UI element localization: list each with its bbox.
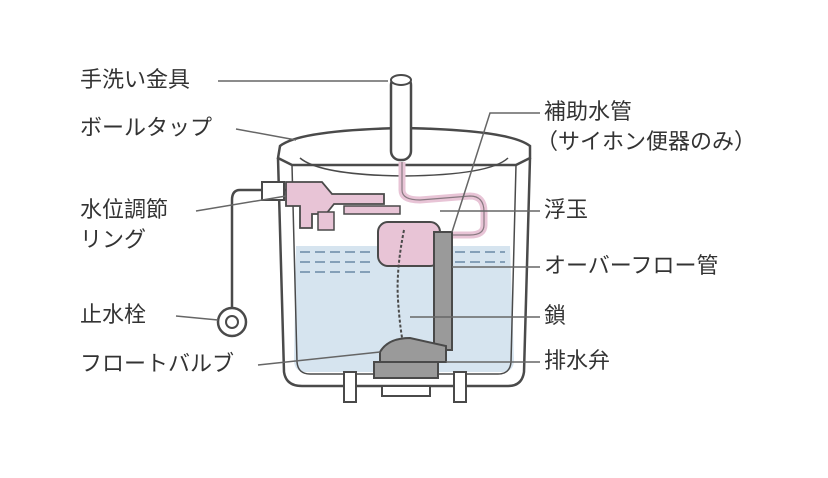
label-drain-valve: 排水弁 bbox=[544, 349, 611, 374]
faucet-top bbox=[390, 74, 412, 86]
drain-valve bbox=[373, 361, 439, 379]
float-valve bbox=[379, 336, 447, 363]
ball-tap-arm bbox=[343, 205, 401, 215]
supply-pipe bbox=[230, 188, 286, 310]
label-level-ring-line1: 水位調節 bbox=[80, 198, 169, 223]
drain-outlet bbox=[381, 385, 431, 397]
label-overflow-pipe: オーバーフロー管 bbox=[544, 254, 719, 279]
label-stop-valve: 止水栓 bbox=[80, 303, 147, 328]
water-surface-lines bbox=[300, 251, 505, 273]
mounting-bolts bbox=[343, 371, 467, 403]
label-float-valve: フロートバルブ bbox=[80, 352, 235, 377]
tank-water bbox=[294, 246, 514, 372]
faucet bbox=[389, 74, 413, 162]
level-ring bbox=[317, 211, 335, 231]
supply-nut bbox=[261, 181, 285, 201]
label-chain: 鎖 bbox=[544, 304, 567, 329]
label-refill-tube-line1: 補助水管 bbox=[544, 100, 633, 125]
float-ball bbox=[377, 221, 441, 267]
leader-lines bbox=[175, 80, 540, 366]
label-faucet: 手洗い金具 bbox=[80, 68, 191, 93]
refill-tube-outline bbox=[401, 162, 485, 236]
label-refill-tube-line2: （サイホン便器のみ） bbox=[536, 130, 757, 155]
ball-tap bbox=[285, 181, 385, 229]
stop-valve-center bbox=[225, 315, 239, 329]
chain bbox=[396, 229, 405, 349]
label-level-ring-line2: リング bbox=[80, 228, 147, 253]
overflow-pipe bbox=[433, 231, 453, 351]
label-float-ball: 浮玉 bbox=[544, 198, 589, 223]
label-ball-tap: ボールタップ bbox=[80, 116, 213, 141]
